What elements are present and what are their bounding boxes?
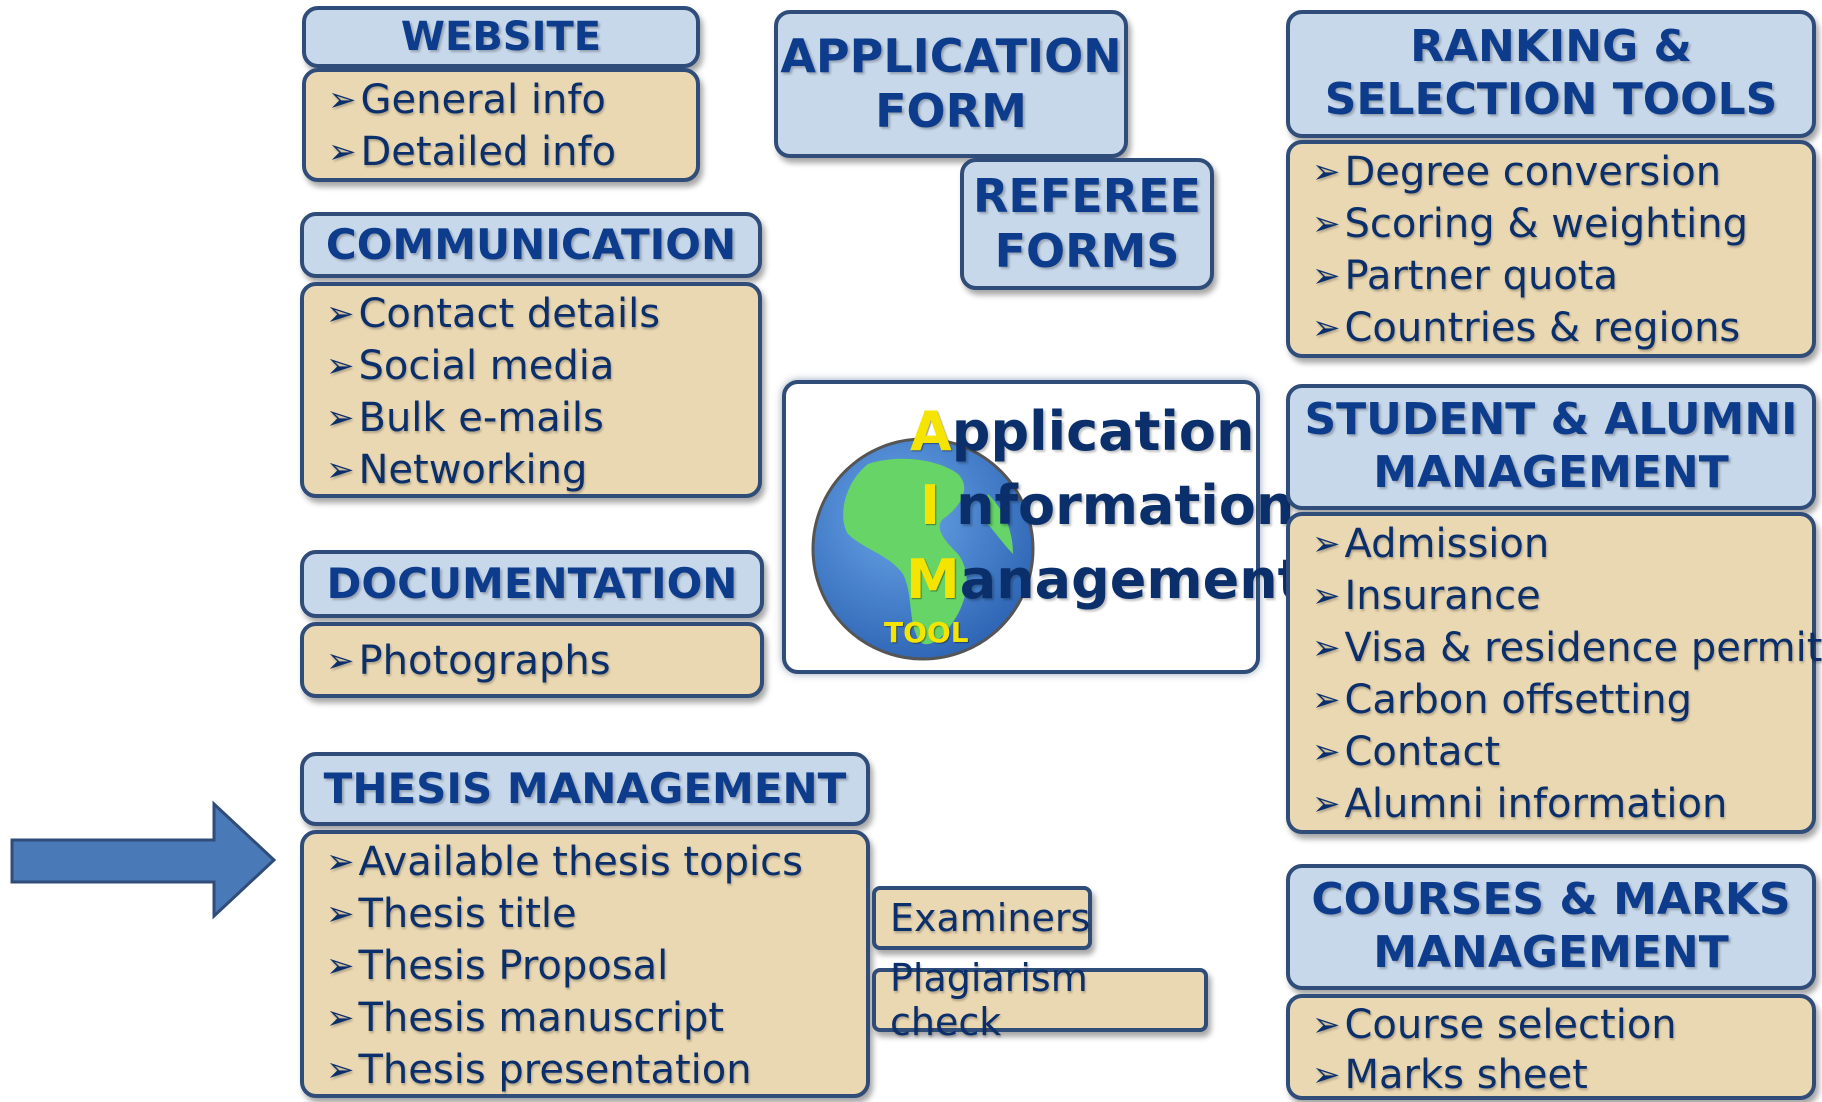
documentation-title: DOCUMENTATION (326, 558, 738, 608)
list-item: ➢Alumni information (1312, 781, 1728, 827)
referee-forms-box: REFEREE FORMS (960, 158, 1214, 290)
arrowhead-bullet-icon: ➢ (326, 450, 355, 490)
application-form-line1: APPLICATION (780, 28, 1122, 83)
list-item: ➢Contact (1312, 729, 1501, 775)
list-item: ➢Admission (1312, 521, 1550, 567)
arrowhead-bullet-icon: ➢ (326, 894, 355, 934)
thesis-title: THESIS MANAGEMENT (323, 763, 847, 813)
list-item: ➢Scoring & weighting (1312, 201, 1748, 247)
arrowhead-bullet-icon: ➢ (326, 641, 355, 681)
list-item: ➢Partner quota (1312, 253, 1618, 299)
list-item: ➢Social media (326, 343, 615, 389)
list-item: ➢Countries & regions (1312, 305, 1741, 351)
globe-icon (811, 437, 1035, 661)
list-item: ➢Available thesis topics (326, 839, 803, 885)
ranking-line1: RANKING & (1410, 21, 1692, 73)
logo-tool-label: TOOL (884, 616, 969, 649)
ranking-list: ➢Degree conversion ➢Scoring & weighting … (1286, 140, 1816, 358)
list-item: ➢Thesis manuscript (326, 995, 725, 1041)
plagiarism-check-tag: Plagiarism check (872, 956, 1208, 1044)
courses-header: COURSES & MARKS MANAGEMENT (1286, 864, 1816, 990)
list-item: ➢Course selection (1312, 1002, 1677, 1048)
communication-title: COMMUNICATION (325, 219, 737, 269)
list-item: ➢Thesis Proposal (326, 943, 669, 989)
list-item: ➢Carbon offsetting (1312, 677, 1693, 723)
application-form-box: APPLICATION FORM (774, 10, 1128, 158)
list-item: ➢Photographs (326, 638, 611, 684)
arrowhead-bullet-icon: ➢ (1312, 256, 1341, 296)
list-item: ➢General info (328, 77, 606, 123)
arrowhead-bullet-icon: ➢ (1312, 1005, 1341, 1045)
arrowhead-bullet-icon: ➢ (326, 946, 355, 986)
arrowhead-bullet-icon: ➢ (1312, 524, 1341, 564)
arrowhead-bullet-icon: ➢ (1312, 1055, 1341, 1095)
list-item: ➢Detailed info (328, 129, 617, 175)
list-item: ➢Contact details (326, 291, 661, 337)
documentation-header: DOCUMENTATION (300, 550, 764, 618)
list-item: ➢Thesis presentation (326, 1047, 752, 1093)
arrowhead-bullet-icon: ➢ (1312, 152, 1341, 192)
arrowhead-bullet-icon: ➢ (1312, 732, 1341, 772)
arrowhead-bullet-icon: ➢ (1312, 784, 1341, 824)
list-item: ➢Visa & residence permits (1312, 625, 1822, 671)
arrowhead-bullet-icon: ➢ (326, 398, 355, 438)
arrowhead-bullet-icon: ➢ (326, 1050, 355, 1090)
website-header: WEBSITE (302, 6, 700, 68)
arrowhead-bullet-icon: ➢ (1312, 576, 1341, 616)
courses-list: ➢Course selection ➢Marks sheet (1286, 994, 1816, 1100)
list-item: ➢Degree conversion (1312, 149, 1722, 195)
communication-list: ➢Contact details ➢Social media ➢Bulk e-m… (300, 282, 762, 498)
logo-line-application: Application (910, 400, 1255, 463)
logo-line-management: Management (906, 548, 1304, 611)
courses-line1: COURSES & MARKS (1311, 874, 1791, 926)
right-arrow-icon (10, 800, 277, 920)
student-line2: MANAGEMENT (1373, 447, 1729, 498)
ranking-header: RANKING & SELECTION TOOLS (1286, 10, 1816, 138)
referee-forms-line1: REFEREE (973, 168, 1201, 223)
logo-letter-a: A (910, 400, 952, 463)
arrowhead-bullet-icon: ➢ (326, 998, 355, 1038)
thesis-header: THESIS MANAGEMENT (300, 752, 870, 826)
arrowhead-bullet-icon: ➢ (328, 80, 357, 120)
arrowhead-bullet-icon: ➢ (326, 294, 355, 334)
application-form-line2: FORM (875, 84, 1027, 138)
examiners-tag: Examiners (872, 886, 1092, 950)
documentation-list: ➢Photographs (300, 622, 764, 698)
thesis-list: ➢Available thesis topics ➢Thesis title ➢… (300, 830, 870, 1098)
logo-letter-i: I (920, 474, 941, 537)
student-list: ➢Admission ➢Insurance ➢Visa & residence … (1286, 512, 1822, 834)
logo-letter-m: M (906, 548, 960, 611)
ranking-line2: SELECTION TOOLS (1324, 74, 1778, 125)
communication-header: COMMUNICATION (300, 212, 762, 278)
list-item: ➢Thesis title (326, 891, 577, 937)
arrowhead-bullet-icon: ➢ (328, 132, 357, 172)
list-item: ➢Networking (326, 447, 588, 493)
arrowhead-bullet-icon: ➢ (1312, 308, 1341, 348)
referee-forms-line2: FORMS (994, 224, 1180, 278)
website-title: WEBSITE (400, 14, 602, 60)
arrowhead-bullet-icon: ➢ (1312, 204, 1341, 244)
arrowhead-bullet-icon: ➢ (1312, 680, 1341, 720)
arrowhead-bullet-icon: ➢ (326, 842, 355, 882)
courses-line2: MANAGEMENT (1373, 927, 1729, 978)
student-header: STUDENT & ALUMNI MANAGEMENT (1286, 384, 1816, 510)
list-item: ➢Bulk e-mails (326, 395, 604, 441)
list-item: ➢Marks sheet (1312, 1052, 1588, 1098)
arrowhead-bullet-icon: ➢ (326, 346, 355, 386)
arrowhead-bullet-icon: ➢ (1312, 628, 1341, 668)
list-item: ➢Insurance (1312, 573, 1541, 619)
website-list: ➢General info ➢Detailed info (302, 68, 700, 182)
student-line1: STUDENT & ALUMNI (1304, 394, 1798, 446)
